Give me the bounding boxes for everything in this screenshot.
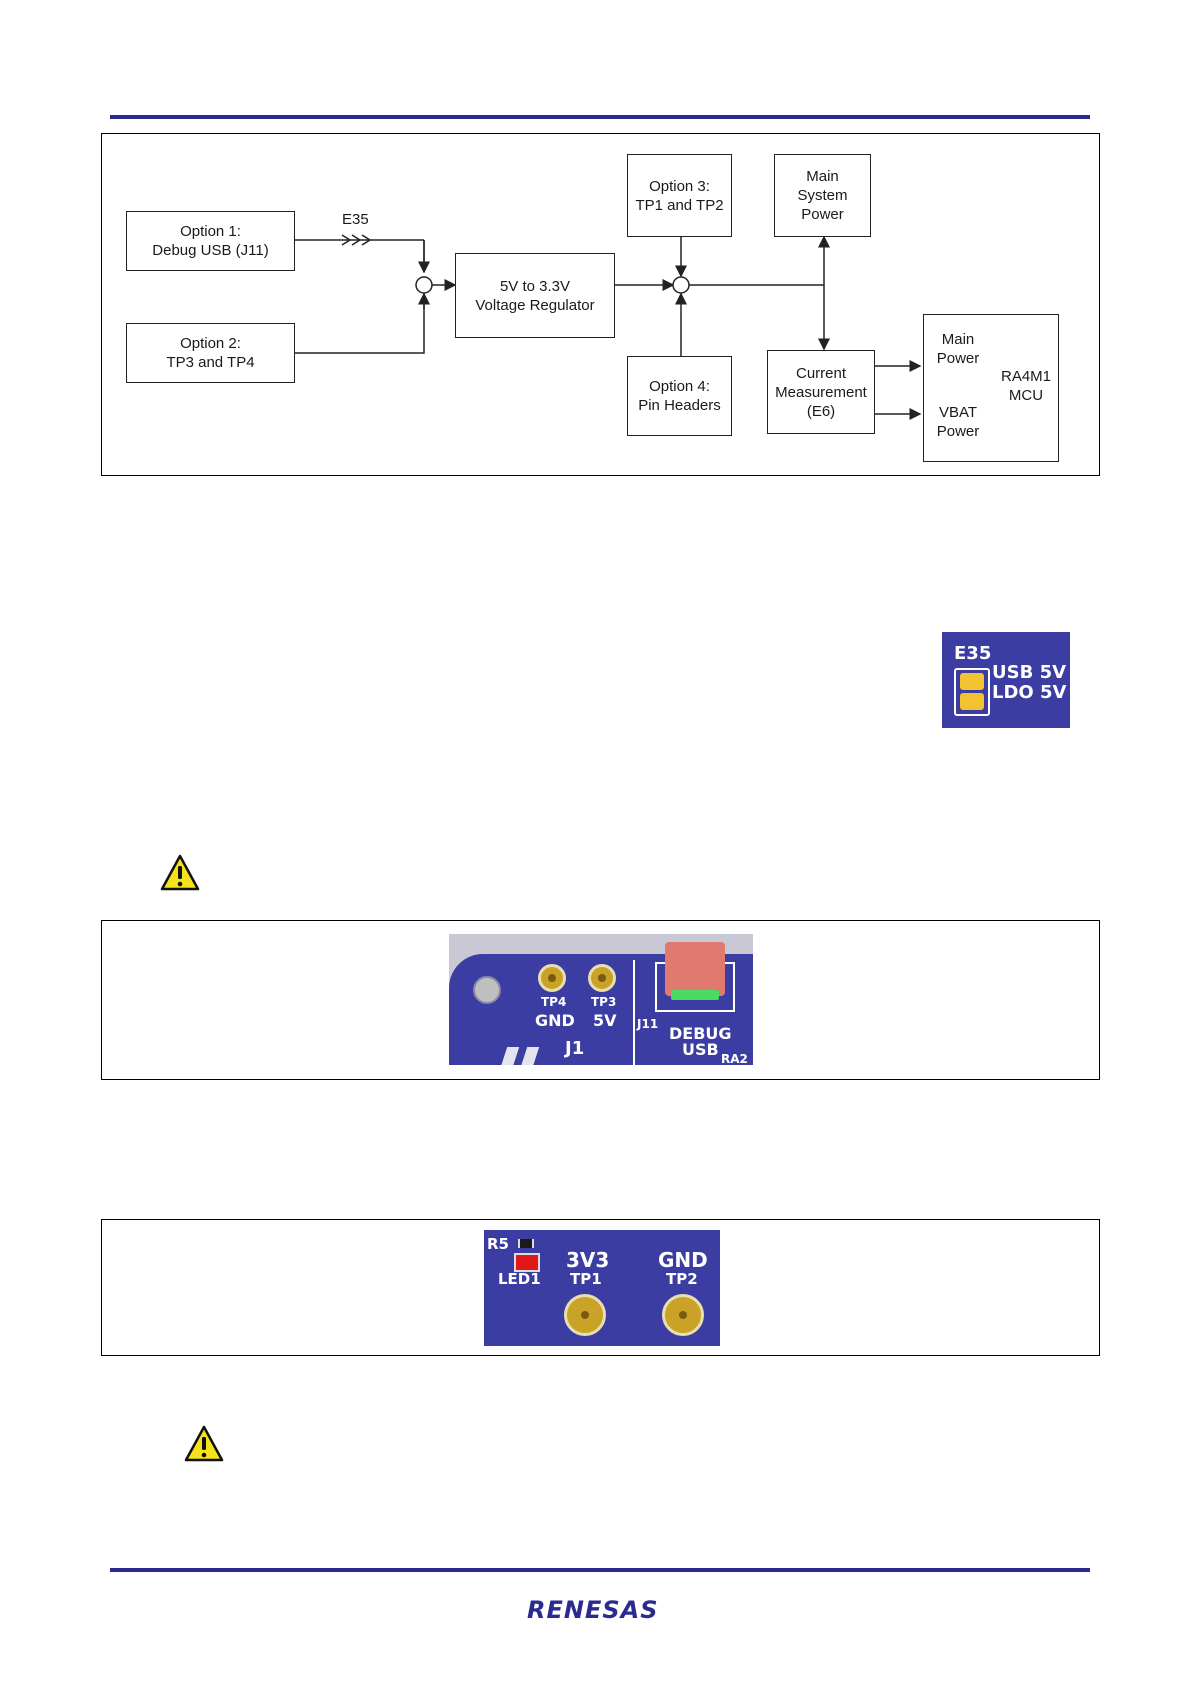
ra-label: RA2 bbox=[721, 1052, 748, 1065]
vbat-line1: VBAT bbox=[926, 403, 990, 422]
header-rule bbox=[110, 115, 1090, 119]
e35-ldo-label: LDO 5V bbox=[992, 682, 1066, 703]
header-pin bbox=[499, 1047, 519, 1065]
msp-line3: Power bbox=[801, 205, 844, 224]
header-pins bbox=[499, 1041, 543, 1065]
regulator-line2: Voltage Regulator bbox=[475, 296, 594, 315]
usb-connector-pins bbox=[671, 990, 719, 1000]
tp2-label: TP2 bbox=[666, 1270, 698, 1288]
tp3-label: TP3 bbox=[591, 995, 616, 1009]
current-measurement-block: Current Measurement (E6) bbox=[767, 350, 875, 434]
main-power-line1: Main bbox=[926, 330, 990, 349]
j11-label: J11 bbox=[637, 1017, 658, 1031]
option2-line1: Option 2: bbox=[180, 334, 241, 353]
vbat-line2: Power bbox=[926, 422, 990, 441]
option3-line2: TP1 and TP2 bbox=[635, 196, 723, 215]
renesas-logo: RENESAS bbox=[527, 1596, 659, 1624]
gnd-label: GND bbox=[535, 1011, 575, 1030]
tp4-label: TP4 bbox=[541, 995, 566, 1009]
regulator-line1: 5V to 3.3V bbox=[500, 277, 570, 296]
tp4-pad bbox=[538, 964, 566, 992]
e35-board-image: E35 USB 5V LDO 5V bbox=[942, 632, 1070, 728]
regulator-block: 5V to 3.3V Voltage Regulator bbox=[455, 253, 615, 338]
option3-block: Option 3: TP1 and TP2 bbox=[627, 154, 732, 237]
tp1-pad bbox=[564, 1294, 606, 1336]
jumper-label: E35 bbox=[342, 211, 369, 228]
tp1-label: TP1 bbox=[570, 1270, 602, 1288]
main-power-line2: Power bbox=[926, 349, 990, 368]
r5-label: R5 bbox=[487, 1235, 509, 1253]
test-point-board-image: R5 LED1 3V3 TP1 GND TP2 bbox=[484, 1230, 720, 1346]
e35-jumper-pad-bottom bbox=[960, 693, 984, 710]
tp3-pad bbox=[588, 964, 616, 992]
usb-label: USB bbox=[682, 1040, 719, 1059]
tp2-pad bbox=[662, 1294, 704, 1336]
option1-line1: Option 1: bbox=[180, 222, 241, 241]
main-power-label: Main Power bbox=[926, 330, 990, 368]
header-pin bbox=[519, 1047, 539, 1065]
option1-block: Option 1: Debug USB (J11) bbox=[126, 211, 295, 271]
option2-block: Option 2: TP3 and TP4 bbox=[126, 323, 295, 383]
e35-silk-label: E35 bbox=[954, 643, 991, 664]
cm-line3: (E6) bbox=[807, 402, 835, 421]
option2-line2: TP3 and TP4 bbox=[166, 353, 254, 372]
option4-block: Option 4: Pin Headers bbox=[627, 356, 732, 436]
vbat-power-label: VBAT Power bbox=[926, 403, 990, 441]
warning-icon bbox=[184, 1425, 224, 1463]
test-point-figure: R5 LED1 3V3 TP1 GND TP2 bbox=[101, 1219, 1100, 1356]
option3-line1: Option 3: bbox=[649, 177, 710, 196]
option4-line1: Option 4: bbox=[649, 377, 710, 396]
board-divider bbox=[633, 960, 635, 1065]
footer-rule bbox=[110, 1568, 1090, 1572]
e35-usb-label: USB 5V bbox=[992, 662, 1066, 683]
mcu-line1: RA4M1 bbox=[994, 367, 1058, 386]
mcu-label: RA4M1 MCU bbox=[994, 367, 1058, 405]
led1-label: LED1 bbox=[498, 1270, 541, 1288]
cm-line2: Measurement bbox=[775, 383, 867, 402]
gnd-label: GND bbox=[658, 1248, 708, 1272]
resistor-r5 bbox=[518, 1239, 534, 1248]
e35-jumper-pad-top bbox=[960, 673, 984, 690]
5v-label: 5V bbox=[593, 1011, 617, 1030]
3v3-label: 3V3 bbox=[566, 1248, 609, 1272]
debug-usb-figure: TP4 TP3 GND 5V J1 J11 DEBUG USB RA2 bbox=[101, 920, 1100, 1080]
option4-line2: Pin Headers bbox=[638, 396, 721, 415]
mcu-line2: MCU bbox=[994, 386, 1058, 405]
msp-line2: System bbox=[797, 186, 847, 205]
debug-usb-board-image: TP4 TP3 GND 5V J1 J11 DEBUG USB RA2 bbox=[449, 934, 753, 1065]
j1-label: J1 bbox=[565, 1038, 584, 1059]
power-diagram-figure: Option 1: Debug USB (J11) E35 Option 2: … bbox=[101, 133, 1100, 476]
usb-connector bbox=[665, 942, 725, 996]
msp-line1: Main bbox=[806, 167, 839, 186]
warning-icon bbox=[160, 854, 200, 892]
main-system-power-block: Main System Power bbox=[774, 154, 871, 237]
mounting-hole bbox=[473, 976, 501, 1004]
cm-line1: Current bbox=[796, 364, 846, 383]
option1-line2: Debug USB (J11) bbox=[152, 241, 268, 260]
